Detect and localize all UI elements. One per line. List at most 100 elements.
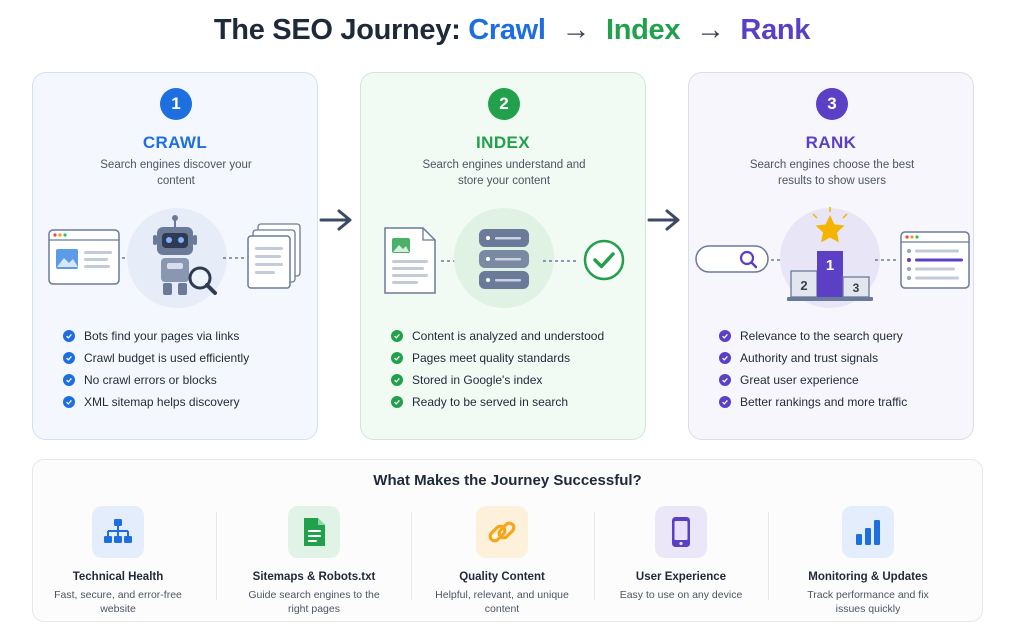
database-icon: [479, 229, 529, 289]
list-item: Stored in Google's index: [391, 369, 604, 391]
check-text: Content is analyzed and understood: [412, 329, 605, 343]
check-icon: [719, 374, 731, 386]
check-icon: [63, 352, 75, 364]
crawl-illustration: [48, 208, 301, 308]
check-icon: [63, 330, 75, 342]
title-crawl: Crawl: [468, 14, 546, 46]
list-item: Crawl budget is used efficiently: [63, 347, 249, 369]
rank-illustration: 2 1 3: [695, 207, 970, 308]
bar-chart-icon: [842, 506, 894, 558]
list-item: Bots find your pages via links: [63, 325, 249, 347]
rank-checklist: Relevance to the search query Authority …: [719, 325, 907, 413]
page-title: The SEO Journey: Crawl → Index → Rank: [0, 14, 1024, 47]
stage-card-index: 2 INDEX Search engines understand and st…: [360, 72, 646, 440]
check-icon: [63, 374, 75, 386]
crawl-checklist: Bots find your pages via links Crawl bud…: [63, 325, 249, 413]
podium-third: 3: [853, 281, 860, 295]
index-checklist: Content is analyzed and understood Pages…: [391, 325, 604, 413]
list-item: Ready to be served in search: [391, 391, 604, 413]
stage-card-crawl: 1 CRAWL Search engines discover your con…: [32, 72, 318, 440]
mobile-icon: [655, 506, 707, 558]
factor-monitoring-updates: Monitoring & Updates Track performance a…: [783, 506, 953, 616]
check-text: Ready to be served in search: [412, 395, 569, 409]
list-item: No crawl errors or blocks: [63, 369, 249, 391]
title-arrow-2: →: [695, 14, 725, 46]
check-icon: [391, 330, 403, 342]
magnifier-icon: [188, 266, 217, 295]
factor-technical-health: Technical Health Fast, secure, and error…: [33, 506, 203, 616]
arrow-right-icon: [319, 209, 352, 231]
factor-quality-content: Quality Content Helpful, relevant, and u…: [417, 506, 587, 616]
stage-card-rank: 3 RANK Search engines choose the best re…: [688, 72, 974, 440]
stage-title: RANK: [805, 133, 857, 152]
check-circle-icon: [583, 239, 625, 281]
check-icon: [391, 374, 403, 386]
check-icon: [391, 352, 403, 364]
index-illustration: [384, 208, 625, 308]
results-list-icon: [900, 231, 970, 289]
title-arrow-1: →: [561, 14, 591, 46]
factor-title: Monitoring & Updates: [808, 571, 928, 583]
factor-title: User Experience: [635, 571, 727, 583]
check-text: Crawl budget is used efficiently: [84, 351, 250, 365]
list-item: Great user experience: [719, 369, 907, 391]
check-text: Better rankings and more traffic: [740, 395, 908, 409]
title-index: Index: [605, 14, 681, 46]
check-icon: [719, 396, 731, 408]
check-text: Authority and trust signals: [740, 351, 879, 365]
step-badge: 2: [488, 88, 520, 120]
list-item: Better rankings and more traffic: [719, 391, 907, 413]
star-icon: [812, 207, 848, 243]
podium-second: 2: [800, 278, 807, 293]
section-title: What Makes the Journey Successful?: [373, 472, 642, 489]
check-icon: [719, 330, 731, 342]
factor-desc: Fast, secure, and error-free website: [54, 589, 182, 615]
sitemap-icon: [92, 506, 144, 558]
list-item: Pages meet quality standards: [391, 347, 604, 369]
stage-title: CRAWL: [142, 133, 208, 152]
list-item: Content is analyzed and understood: [391, 325, 604, 347]
title-rank: Rank: [740, 14, 811, 46]
podium-first: 1: [826, 257, 834, 274]
stage-title: INDEX: [476, 133, 530, 152]
stage-subtitle: Search engines understand and store your…: [422, 159, 586, 187]
success-factors-panel: What Makes the Journey Successful? Techn…: [32, 459, 983, 622]
stage-subtitle: Search engines discover your content: [100, 159, 252, 187]
title-prefix: The SEO Journey:: [213, 14, 461, 46]
check-icon: [63, 396, 75, 408]
document-stack-icon: [247, 223, 301, 289]
divider: [411, 512, 412, 600]
link-icon: [476, 506, 528, 558]
browser-window-icon: [48, 229, 120, 285]
document-icon: [384, 227, 436, 294]
search-bar-icon: [695, 245, 769, 273]
factor-sitemaps-robots: Sitemaps & Robots.txt Guide search engin…: [229, 506, 399, 616]
divider: [594, 512, 595, 600]
factor-desc: Track performance and fix issues quickly: [807, 589, 929, 615]
step-badge: 3: [816, 88, 848, 120]
factor-user-experience: User Experience Easy to use on any devic…: [596, 506, 766, 602]
check-text: Relevance to the search query: [740, 329, 903, 343]
divider: [768, 512, 769, 600]
check-icon: [391, 396, 403, 408]
factor-title: Quality Content: [459, 571, 545, 583]
factor-desc: Helpful, relevant, and unique content: [435, 589, 569, 615]
factor-title: Technical Health: [72, 571, 164, 583]
check-text: No crawl errors or blocks: [84, 373, 217, 387]
check-text: Bots find your pages via links: [84, 329, 240, 343]
check-text: Stored in Google's index: [412, 373, 543, 387]
check-icon: [719, 352, 731, 364]
step-badge: 1: [160, 88, 192, 120]
podium-icon: 2 1 3: [787, 251, 873, 301]
factor-title: Sitemaps & Robots.txt: [252, 571, 376, 583]
list-item: XML sitemap helps discovery: [63, 391, 249, 413]
list-item: Relevance to the search query: [719, 325, 907, 347]
divider: [216, 512, 217, 600]
check-text: XML sitemap helps discovery: [84, 395, 240, 409]
list-item: Authority and trust signals: [719, 347, 907, 369]
factor-desc: Guide search engines to the right pages: [248, 589, 380, 615]
file-doc-icon: [288, 506, 340, 558]
robot-icon: [153, 215, 197, 295]
arrow-right-icon: [647, 209, 680, 231]
factor-desc: Easy to use on any device: [619, 589, 743, 601]
